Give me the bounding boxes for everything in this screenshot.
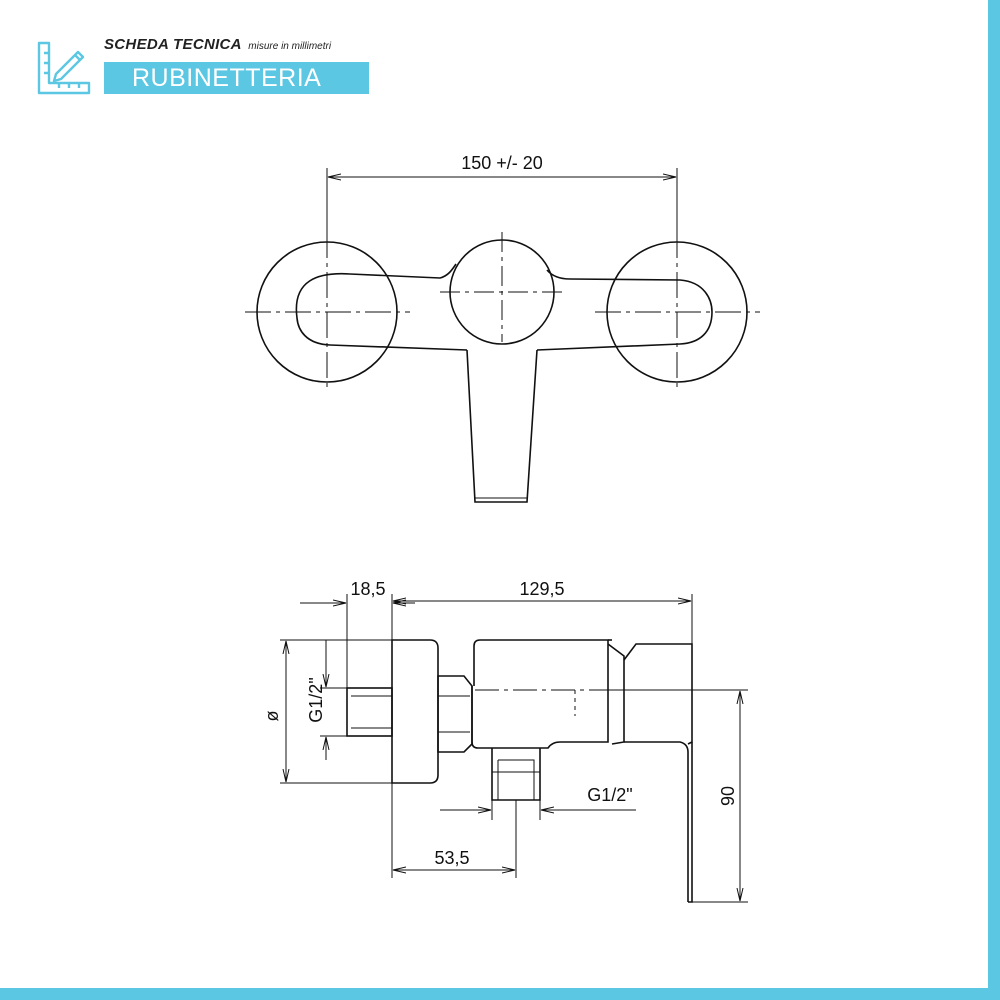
lever-joint <box>607 643 625 745</box>
side-view-dimensions <box>280 594 748 903</box>
units-note: misure in millimetri <box>248 41 332 52</box>
dim-width-label: 150 +/- 20 <box>461 153 543 173</box>
header-title: SCHEDA TECNICA misure in millimetri <box>104 36 331 54</box>
inlet-pipe <box>346 687 393 737</box>
dim-outlet-offset-label: 53,5 <box>434 848 469 868</box>
dim-height-label: 90 <box>718 786 738 806</box>
side-flange <box>391 639 439 784</box>
category-banner: RUBINETTERIA <box>104 62 369 94</box>
mixer-body <box>295 263 713 351</box>
hex-nut <box>437 675 473 753</box>
lever-side <box>624 741 689 902</box>
lever <box>466 349 538 503</box>
dim-outlet-thread-label: G1/2" <box>587 785 632 805</box>
dim-inlet-thread-label: G1/2" <box>306 677 326 722</box>
mixer-body-side <box>471 639 609 749</box>
sheet-title: SCHEDA TECNICA <box>104 36 242 53</box>
ruler-pencil-icon <box>37 41 91 95</box>
outlet-nipple <box>491 748 541 801</box>
dim-diameter-label: ø <box>262 711 282 722</box>
dim-length-label: 129,5 <box>519 579 564 599</box>
dim-flange-label: 18,5 <box>350 579 385 599</box>
front-view-centerlines <box>245 168 760 392</box>
side-view <box>346 639 693 903</box>
